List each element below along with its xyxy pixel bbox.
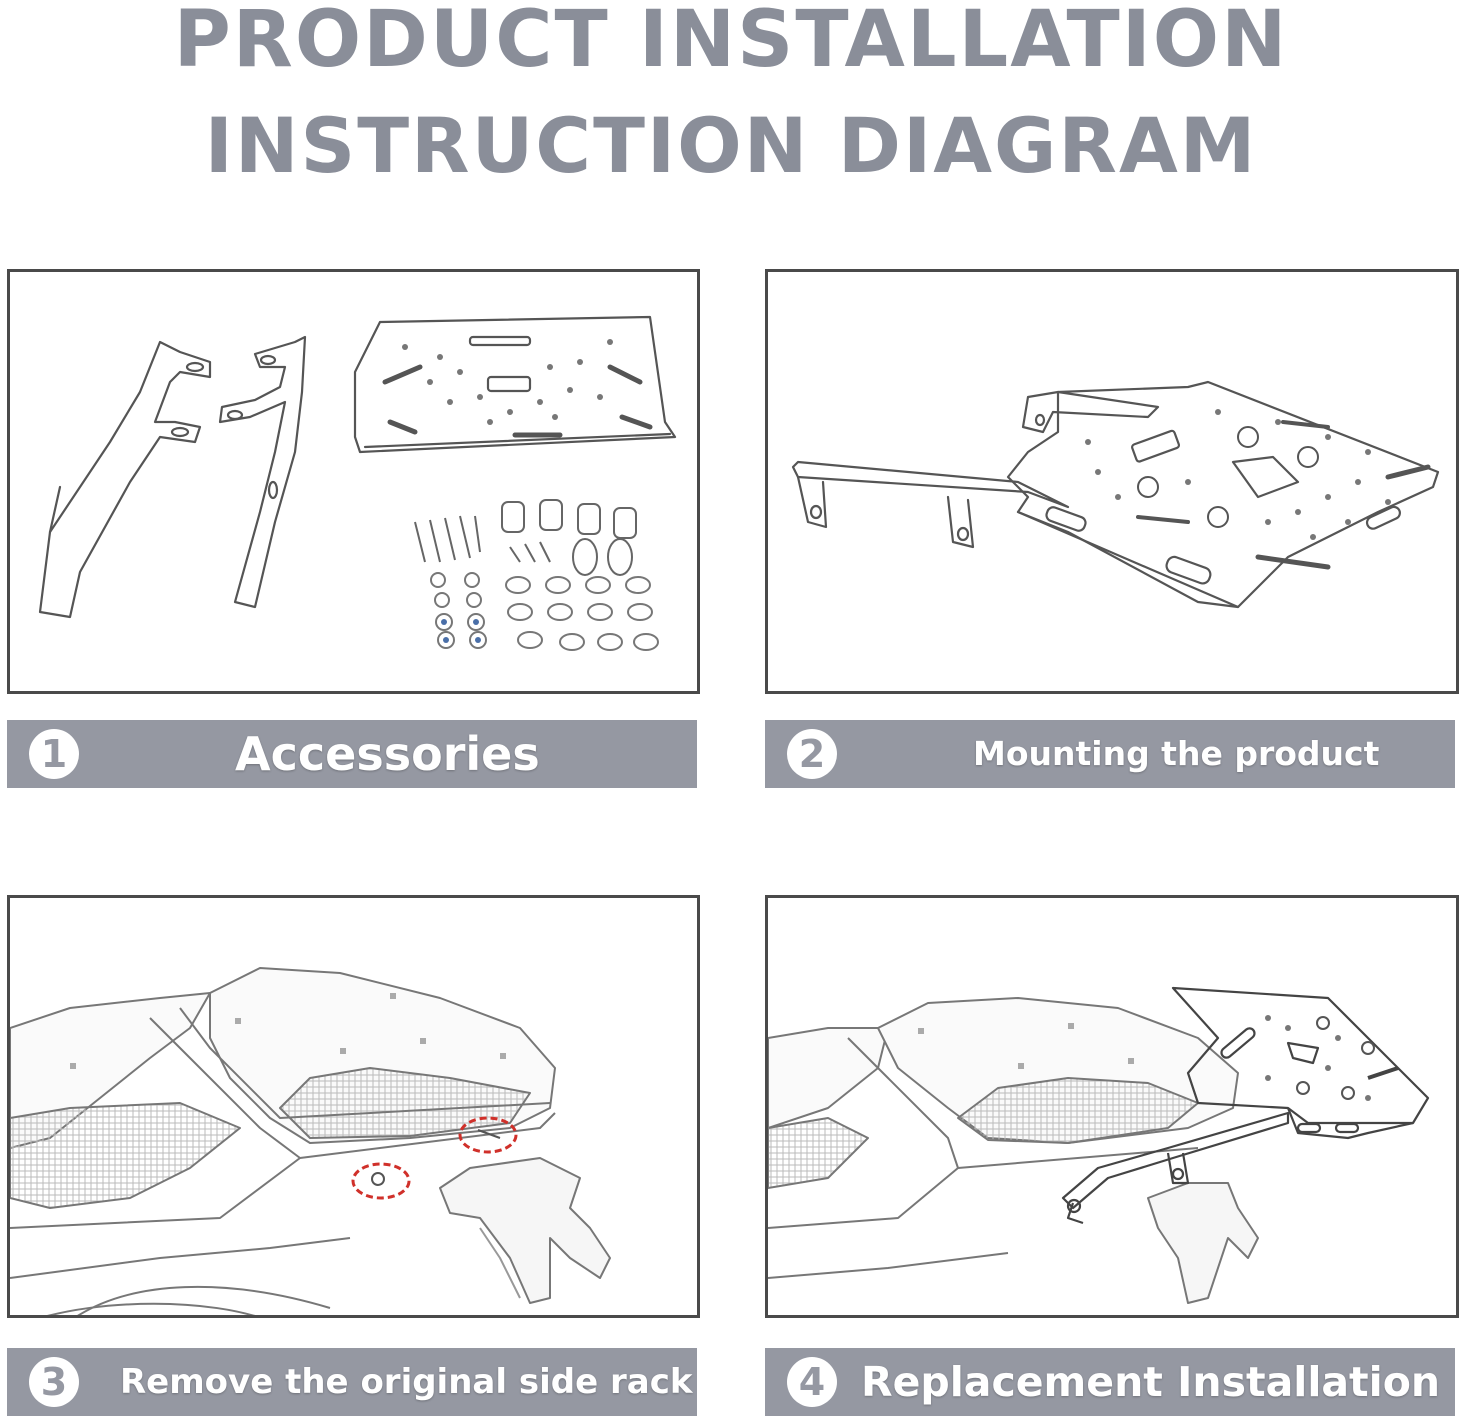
step-2-number-badge: 2 [787, 729, 837, 779]
step-4-number-badge: 4 [787, 1357, 837, 1407]
step-3-label: Remove the original side rack [120, 1362, 693, 1402]
step-3-illustration [7, 895, 700, 1318]
step-4-label: Replacement Installation [861, 1358, 1441, 1406]
step-2-illustration [765, 269, 1459, 694]
step-4-caption: 4 Replacement Installation [765, 1348, 1455, 1416]
step-1-illustration [7, 269, 700, 694]
step-1-label: Accessories [235, 727, 540, 781]
step-1-number-badge: 1 [29, 729, 79, 779]
step-2-caption: 2 Mounting the product [765, 720, 1455, 788]
title-line-2: INSTRUCTION DIAGRAM [204, 101, 1258, 190]
step-4-illustration [765, 895, 1459, 1318]
step-1-caption: 1 Accessories [7, 720, 697, 788]
step-2-label: Mounting the product [973, 734, 1380, 773]
step-3-caption: 3 Remove the original side rack [7, 1348, 697, 1416]
step-3-number-badge: 3 [29, 1357, 79, 1407]
title-line-1: PRODUCT INSTALLATION [173, 0, 1289, 85]
